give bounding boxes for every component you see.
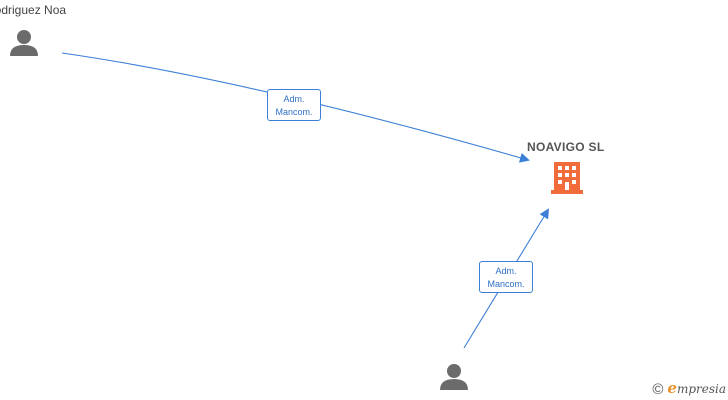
edge-role-line1: Adm. <box>495 266 517 276</box>
brand-name: mpresia <box>676 382 726 396</box>
edge-role-line2: Mancom. <box>275 107 313 117</box>
brand-initial: e <box>667 379 677 397</box>
person-name-label: Rodriguez Noa <box>0 3 67 17</box>
company-name-label[interactable]: NOAVIGO SL <box>527 140 605 154</box>
edge-role-line1: Adm. <box>283 94 305 104</box>
person-icon[interactable] <box>440 364 468 390</box>
brand-watermark: ©empresia <box>652 379 726 398</box>
edge-role-label: Adm. Mancom. <box>479 261 533 293</box>
edge-role-line2: Mancom. <box>487 279 525 289</box>
copyright-symbol: © <box>652 381 664 398</box>
edge-role-label: Adm. Mancom. <box>267 89 321 121</box>
building-icon[interactable] <box>551 162 583 194</box>
person-icon[interactable] <box>10 30 38 56</box>
